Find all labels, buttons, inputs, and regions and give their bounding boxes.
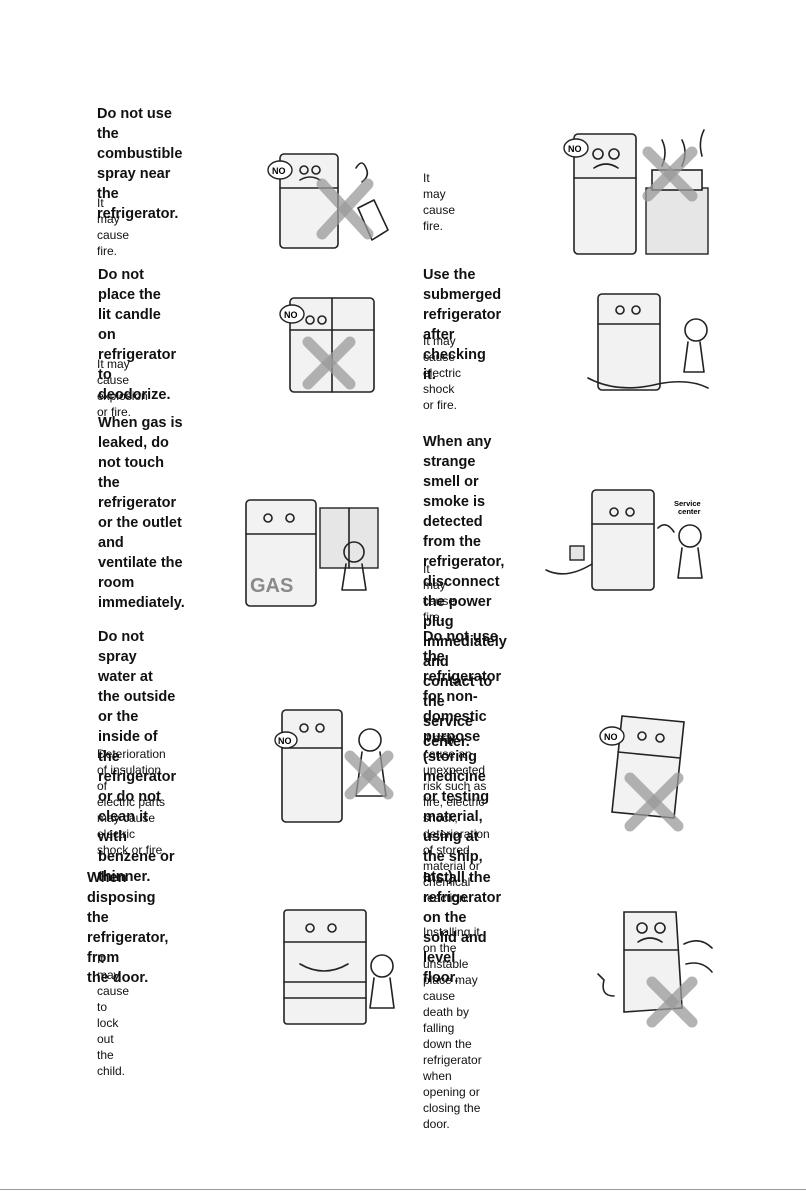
page-bottom-rule: [0, 1189, 806, 1190]
no-sign-label: NO: [278, 736, 292, 746]
refrigerator-water-illustration: NO: [274, 709, 394, 823]
warning-body: It may cause fire.: [97, 196, 130, 258]
refrigerator-candle-illustration: NO: [279, 297, 375, 393]
warning-title: Do not use the refrigerator for non-dome…: [423, 629, 502, 885]
warning-body: It may cause to lock out the child.: [97, 952, 130, 1078]
refrigerator-spray-illustration: NO: [267, 153, 389, 249]
refrigerator-flood-illustration: [587, 293, 709, 391]
warning-title: Install the refrigerator on the solid an…: [423, 870, 502, 986]
warning-title: Do not use the combustible spray near th…: [97, 106, 183, 222]
refrigerator-tilted-illustration: NO: [599, 715, 685, 832]
no-sign-label: NO: [568, 144, 582, 154]
warning-title: When gas is leaked, do not touch the ref…: [98, 415, 185, 611]
warning-body: It may cause fire.: [423, 562, 456, 624]
refrigerator-disposing-illustration: [283, 909, 395, 1025]
warning-title: When any strange smell or smoke is detec…: [423, 434, 507, 750]
warning-title: Use the submerged refrigerator after che…: [423, 267, 502, 383]
warning-body: It may cause an unexpected risk such as …: [423, 731, 490, 905]
warning-body: Installing it on the unstable place may …: [423, 925, 482, 1131]
warning-title: Do not spray water at the outside or the…: [98, 629, 177, 885]
warning-body: It may cause electric shock or fire.: [423, 334, 462, 412]
no-sign-label: NO: [272, 166, 286, 176]
warning-body: It may cause explosion or fire.: [97, 357, 148, 419]
no-sign-label: NO: [284, 310, 298, 320]
warning-body: It may cause fire.: [423, 171, 456, 233]
warning-title: Do not place the lit candle on refrigera…: [98, 267, 177, 403]
warning-body: Deterioration of insulation of electric …: [97, 747, 166, 857]
refrigerator-heater-illustration: NO: [563, 129, 709, 255]
refrigerator-falling-illustration: [597, 911, 713, 1028]
refrigerator-gas-illustration: GAS: [245, 499, 379, 607]
warning-title: When disposing the refrigerator, from th…: [87, 870, 169, 986]
gas-label: GAS: [250, 575, 293, 597]
no-sign-label: NO: [604, 732, 618, 742]
